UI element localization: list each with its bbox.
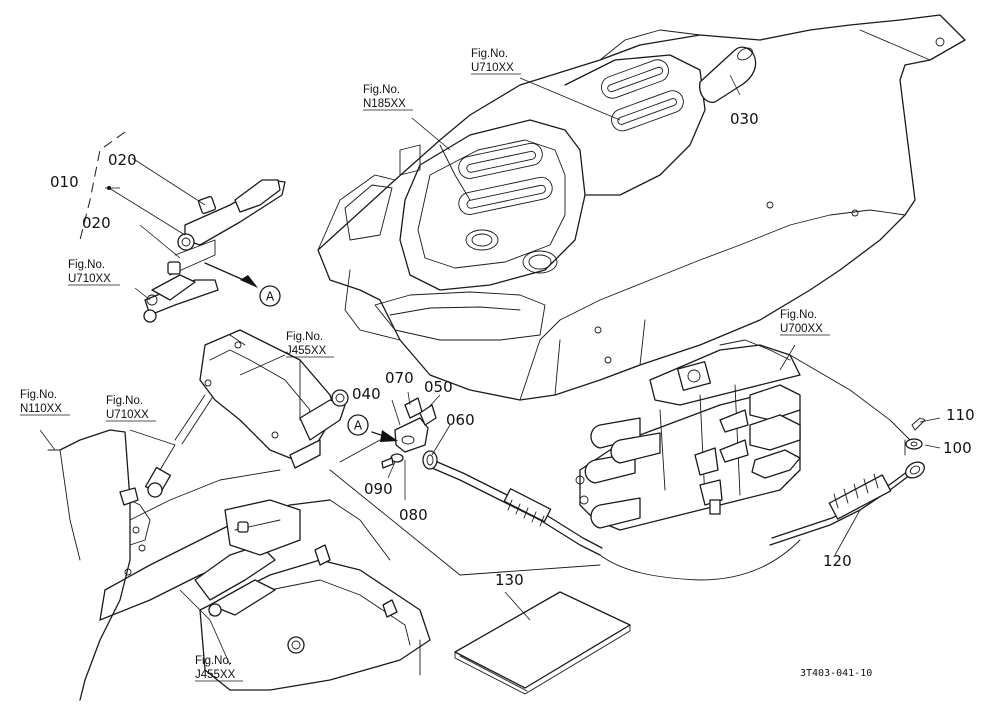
- bracket-plate: [199, 329, 349, 469]
- section-marker-a2: [347, 414, 369, 436]
- figref-u710-low-code: U710XX: [106, 409, 149, 421]
- manual-130: [454, 591, 631, 695]
- figref-j455-mid-label: Fig.No.: [286, 331, 323, 343]
- clevis-group: [381, 397, 438, 470]
- part-label-010: 010: [50, 173, 79, 191]
- part-label-070: 070: [385, 369, 414, 387]
- part-label-030: 030: [730, 110, 759, 128]
- figref-j455-bot-code: J455XX: [195, 669, 236, 681]
- lever-010: [79, 131, 286, 323]
- figref-u710-low-label: Fig.No.: [106, 395, 143, 407]
- part-label-080: 080: [399, 506, 428, 524]
- figref-u710-left-code: U710XX: [68, 273, 111, 285]
- figref-j455-bot-label: Fig.No.: [195, 655, 232, 667]
- figref-n110-label: Fig.No.: [20, 389, 57, 401]
- control-valve: [575, 339, 911, 531]
- figref-u700-label: Fig.No.: [780, 309, 817, 321]
- rod-assembly: [144, 394, 213, 498]
- figref-u710-top-label: Fig.No.: [471, 48, 508, 60]
- figref-u710-left-label: Fig.No.: [68, 259, 105, 271]
- knob-030: [699, 46, 757, 103]
- part-label-020a: 020: [108, 151, 137, 169]
- part-label-060: 060: [446, 411, 475, 429]
- part-label-090: 090: [364, 480, 393, 498]
- leader-lines: [39, 74, 941, 666]
- part-label-020b: 020: [82, 214, 111, 232]
- section-marker-a1-label: A: [266, 290, 275, 304]
- washer-pin: [905, 417, 926, 450]
- figref-u700-code: U700XX: [780, 323, 823, 335]
- figref-n185-code: N185XX: [363, 98, 406, 110]
- figref-n185-label: Fig.No.: [363, 84, 400, 96]
- part-label-040: 040: [352, 385, 381, 403]
- lower-frame: [47, 429, 431, 701]
- figref-j455-mid-code: J455XX: [286, 345, 327, 357]
- cable-120: [424, 457, 925, 581]
- fender-cover: [317, 14, 966, 401]
- section-marker-a2-label: A: [354, 419, 363, 433]
- drawing-code: 3T403-041-10: [800, 668, 872, 679]
- figref-n110-code: N110XX: [20, 403, 62, 415]
- figref-u710-top-code: U710XX: [471, 62, 514, 74]
- part-label-050: 050: [424, 378, 453, 396]
- section-marker-a1: [259, 285, 281, 307]
- part-label-100: 100: [943, 439, 972, 457]
- part-label-110: 110: [946, 406, 975, 424]
- part-label-120: 120: [823, 552, 852, 570]
- part-label-130: 130: [495, 571, 524, 589]
